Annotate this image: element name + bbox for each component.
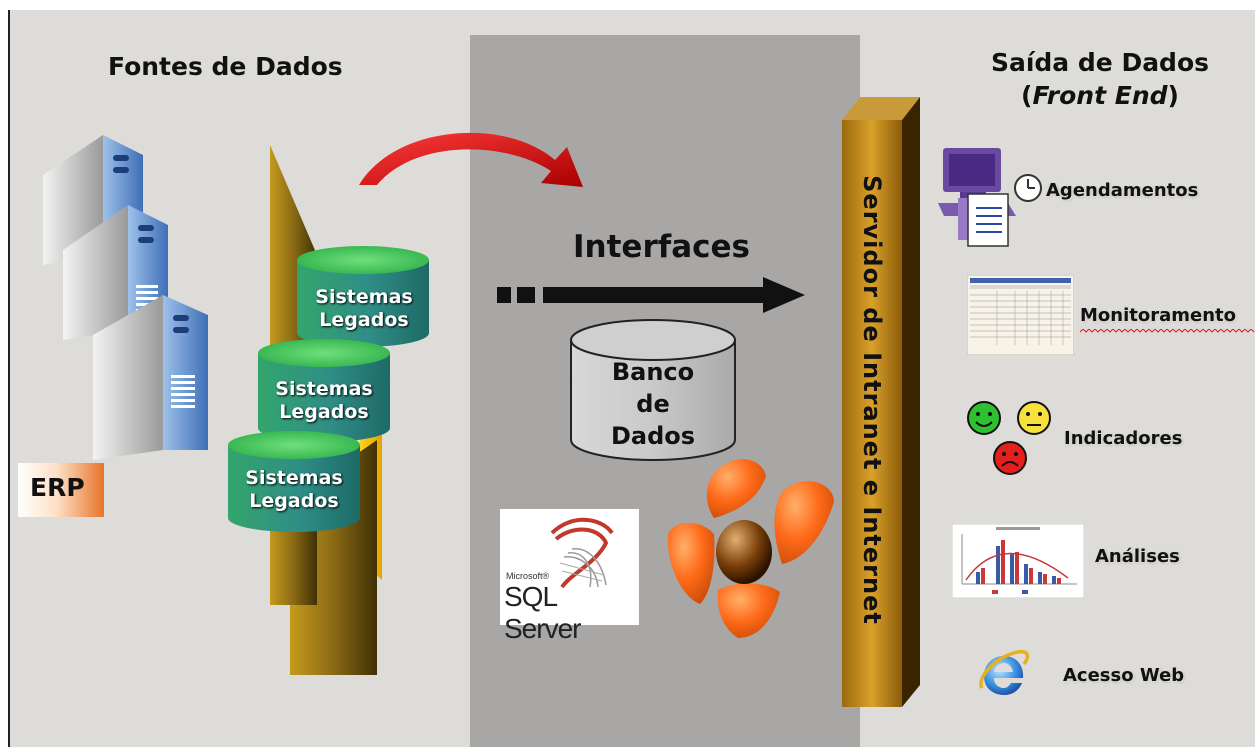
output-title-line2: (Front End) <box>960 79 1240 112</box>
legacy-system-1-line2: Legados <box>319 309 409 331</box>
server-3 <box>93 295 208 460</box>
sql-server-microsoft-text: Microsoft® <box>506 571 550 581</box>
legacy-system-2: Sistemas Legados <box>258 378 390 424</box>
output-title-front-end: Front End <box>1032 81 1168 110</box>
bar-chart-thumbnail-icon <box>952 524 1084 598</box>
legacy-system-2-line2: Legados <box>279 401 369 423</box>
output-title: Saída de Dados (Front End) <box>960 46 1240 112</box>
output-title-paren-open: ( <box>1021 81 1033 110</box>
internet-explorer-icon <box>979 649 1030 695</box>
legacy-cylinder-3-shape <box>228 431 360 532</box>
server-bar <box>842 97 920 707</box>
erp-badge <box>18 463 104 517</box>
database-label-line2: de <box>636 390 670 418</box>
database-label-line3: Dados <box>610 422 696 450</box>
legacy-cylinders-art <box>228 246 429 532</box>
legacy-system-1: Sistemas Legados <box>298 286 430 332</box>
spreadsheet-thumbnail-icon <box>967 275 1074 355</box>
legacy-system-1-line1: Sistemas <box>315 286 413 308</box>
legacy-system-3-line2: Legados <box>249 490 339 512</box>
output-title-paren-close: ) <box>1167 81 1179 110</box>
interfaces-arrow <box>497 277 805 313</box>
green-smiley-icon <box>967 401 1001 435</box>
output-agendamentos-label: Agendamentos <box>1046 180 1199 201</box>
red-sad-face-icon <box>993 441 1027 475</box>
legacy-system-3: Sistemas Legados <box>228 467 360 513</box>
sql-server-logo: Microsoft® SQL Server <box>500 509 639 644</box>
output-indicadores-label: Indicadores <box>1064 428 1183 449</box>
schedule-computer-icon <box>938 148 1042 247</box>
legacy-system-2-line1: Sistemas <box>275 378 373 400</box>
legacy-system-3-line1: Sistemas <box>245 467 343 489</box>
output-acesso-web-label: Acesso Web <box>1063 665 1185 686</box>
database-label-line1: Banco <box>611 358 695 386</box>
sources-title: Fontes de Dados <box>108 52 343 81</box>
legacy-cylinder-2-shape <box>258 339 390 442</box>
spellcheck-underline <box>1080 329 1255 333</box>
output-monitoramento-label: Monitoramento <box>1080 305 1237 326</box>
legacy-cylinder-1-shape <box>297 246 429 347</box>
output-title-line1: Saída de Dados <box>990 48 1210 77</box>
server-bar-label: Servidor de Intranet e Internet <box>858 175 886 625</box>
database-cylinder <box>570 319 736 461</box>
sql-server-text: SQL Server <box>504 581 581 644</box>
yellow-neutral-face-icon <box>1017 401 1051 435</box>
curved-red-arrow <box>359 132 583 187</box>
database-label: Banco de Dados <box>585 356 721 452</box>
erp-label: ERP <box>30 473 85 502</box>
erp-servers-illustration <box>43 135 208 460</box>
output-analises-label: Análises <box>1095 546 1180 567</box>
orange-product-logo-icon <box>667 459 834 638</box>
interfaces-label: Interfaces <box>573 229 750 265</box>
left-border-line <box>8 10 10 747</box>
sql-server-swirl-icon <box>550 517 614 589</box>
smiley-faces-icon <box>967 401 1051 475</box>
